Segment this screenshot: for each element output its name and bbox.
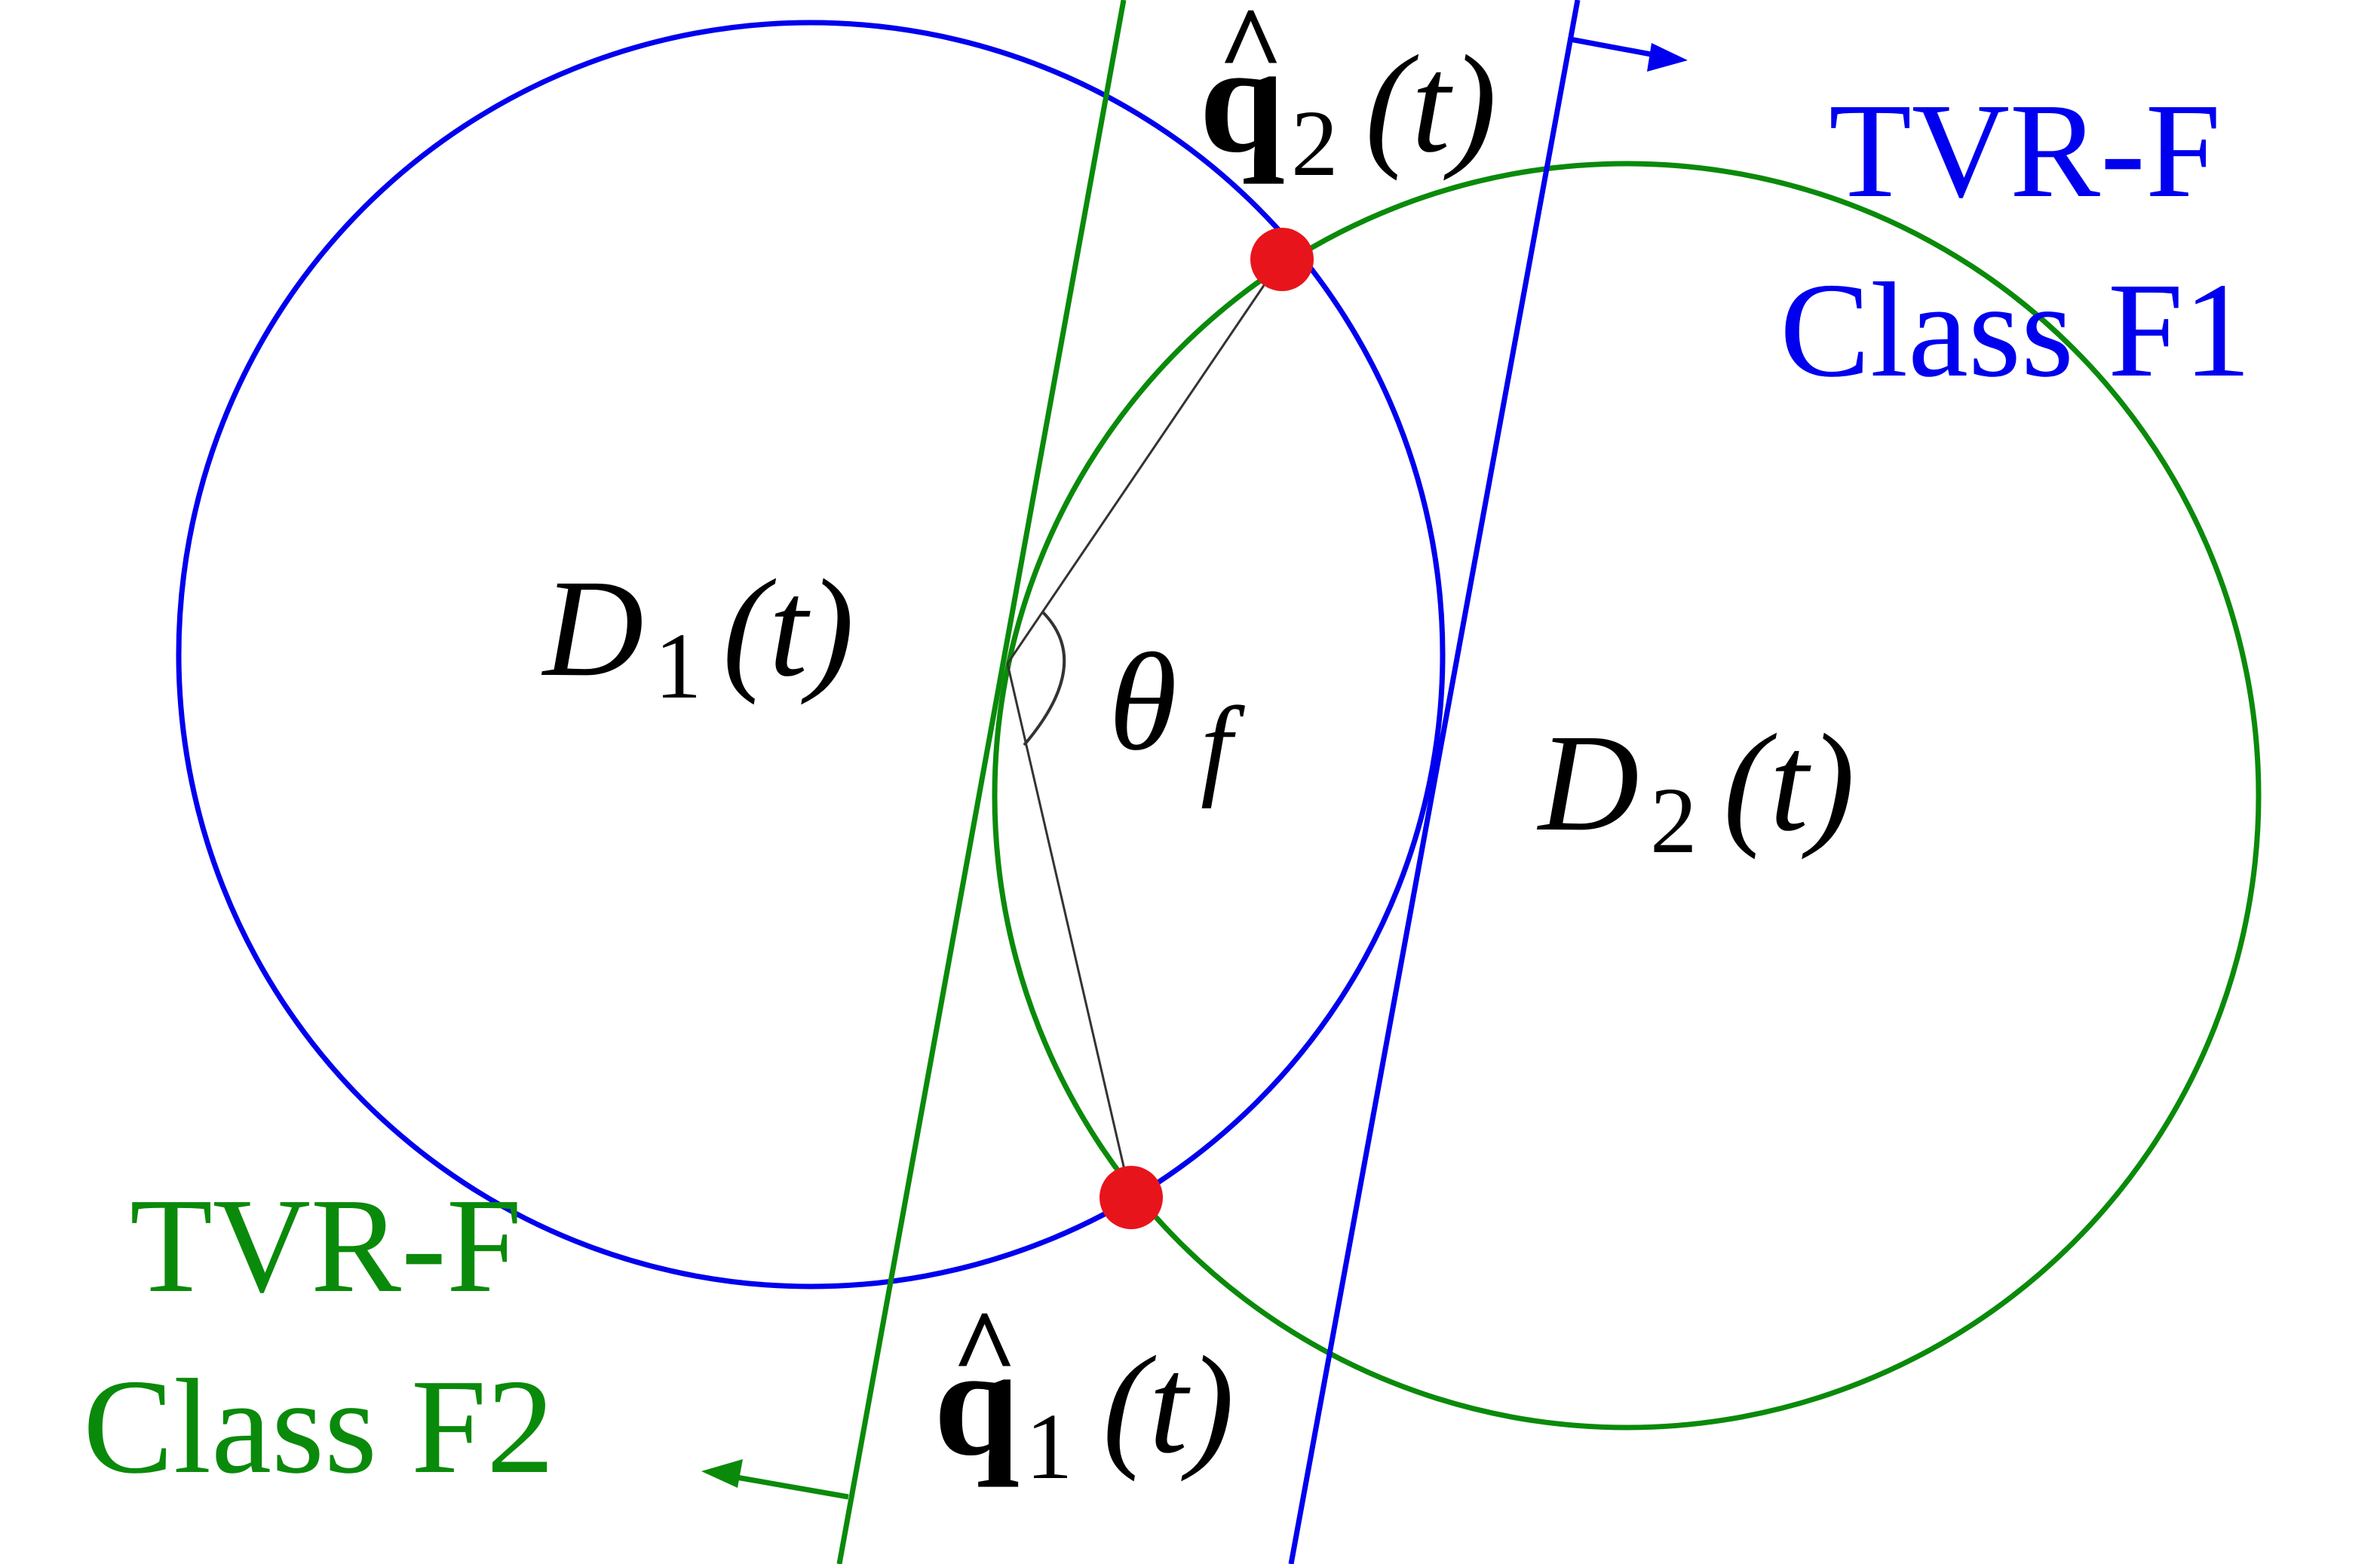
theta-subscript: f <box>1201 684 1245 809</box>
d2-symbol: D <box>1536 706 1639 860</box>
class-f2-label-line2: Class F2 <box>83 1351 554 1501</box>
angle-ray-to-q1 <box>1006 663 1133 1200</box>
q2-subscript: 2 <box>1291 92 1339 196</box>
theta-f-label: θ f <box>1109 625 1245 809</box>
d1-symbol: D <box>541 551 644 706</box>
region-d2-circle <box>992 161 2262 1431</box>
d1-time-arg: (t) <box>722 551 854 706</box>
d2-label: D 2 (t) <box>1536 706 1855 873</box>
q2-symbol: q <box>1199 14 1285 185</box>
class-f1-label-line1: TVR-F <box>1829 75 2221 225</box>
class-f2-boundary-line <box>836 0 1127 1564</box>
class-f1-normal-arrowhead <box>1647 43 1688 72</box>
d2-subscript: 2 <box>1650 769 1698 873</box>
q1-subscript: 1 <box>1026 1395 1073 1499</box>
point-q1 <box>1100 1166 1163 1229</box>
q1-hat: ^ <box>952 1287 1017 1412</box>
point-q2 <box>1250 228 1314 291</box>
region-d1-circle <box>176 20 1446 1290</box>
class-f2-label-line1: TVR-F <box>130 1170 522 1320</box>
angle-arc <box>1023 611 1066 747</box>
class-f1-boundary-line <box>1288 0 1581 1564</box>
d1-subscript: 1 <box>655 615 702 719</box>
d2-time-arg: (t) <box>1723 706 1855 860</box>
q1-label: ^ q 1 (t) <box>934 1287 1234 1499</box>
q1-time-arg: (t) <box>1103 1328 1234 1483</box>
class-f1-label-line2: Class F1 <box>1780 255 2251 405</box>
class-f1-normal-arrow-shaft <box>1569 36 1660 59</box>
q1-symbol: q <box>934 1317 1020 1488</box>
q2-label: ^ q 2 (t) <box>1199 0 1497 196</box>
q2-hat: ^ <box>1218 0 1284 109</box>
angle-ray-to-q2 <box>1006 260 1282 664</box>
class-f2-normal-arrow-shaft <box>727 1473 849 1500</box>
theta-symbol: θ <box>1109 625 1177 780</box>
q2-time-arg: (t) <box>1365 27 1497 182</box>
class-f2-normal-arrowhead <box>701 1459 743 1488</box>
d1-label: D 1 (t) <box>541 551 854 719</box>
